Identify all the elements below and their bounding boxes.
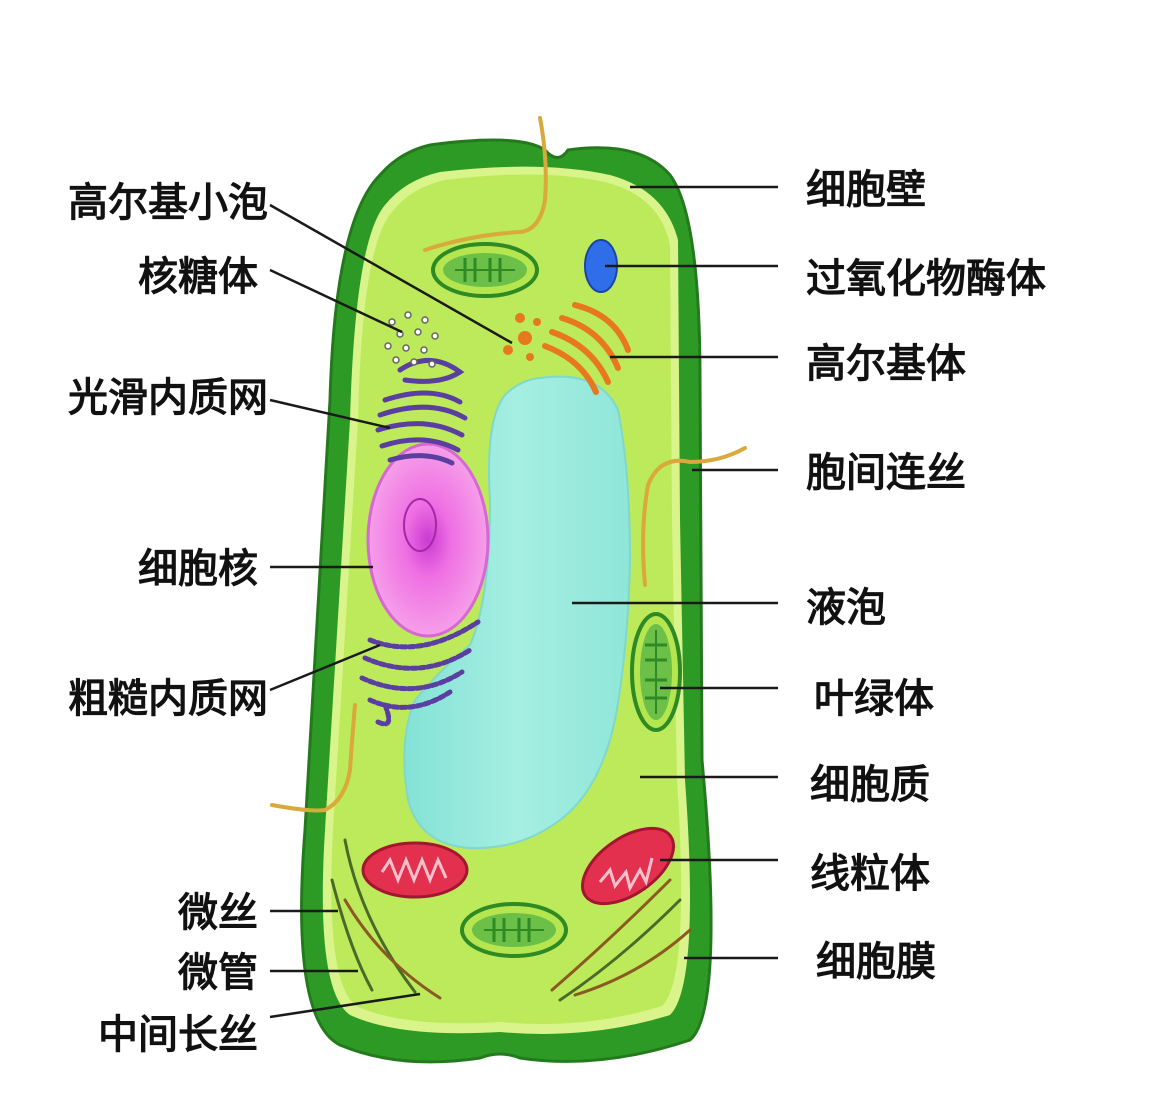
nucleolus: [403, 498, 437, 552]
plasmodesmata: [270, 116, 747, 813]
label-microfilament: 微丝: [177, 890, 258, 936]
golgi-body: [542, 302, 631, 395]
mitochondrion-left: [361, 841, 469, 899]
label-vacuole: 液泡: [806, 585, 886, 631]
label-smooth-er: 光滑内质网: [68, 375, 268, 421]
label-rough-er: 粗糙内质网: [68, 676, 268, 722]
chloroplast-bottom: [460, 902, 568, 958]
label-intermediate-filament: 中间长丝: [98, 1012, 258, 1058]
label-nucleus: 细胞核: [138, 546, 258, 592]
label-peroxisome: 过氧化物酶体: [806, 256, 1046, 302]
label-plasmodesmata: 胞间连丝: [806, 450, 966, 496]
mitochondrion-right: [580, 826, 676, 906]
nucleus: [366, 442, 490, 638]
label-mitochondrion: 线粒体: [810, 851, 930, 897]
label-microtubule: 微管: [177, 950, 258, 996]
cytoskeleton: [330, 838, 692, 1002]
vacuole: [403, 375, 632, 850]
leader-lines: [269, 185, 778, 1019]
chloroplast-top: [431, 242, 539, 298]
label-ribosome: 核糖体: [138, 254, 258, 300]
chloroplast-right: [630, 612, 682, 732]
label-cell-membrane: 细胞膜: [816, 939, 936, 985]
label-chloroplast: 叶绿体: [814, 676, 934, 722]
rough-er: [359, 619, 481, 727]
label-cell-wall: 细胞壁: [806, 167, 926, 213]
label-golgi-body: 高尔基体: [806, 341, 966, 387]
label-cytoplasm: 细胞质: [810, 762, 930, 808]
golgi-vesicles: [503, 313, 541, 361]
label-golgi-vesicle: 高尔基小泡: [68, 180, 268, 226]
